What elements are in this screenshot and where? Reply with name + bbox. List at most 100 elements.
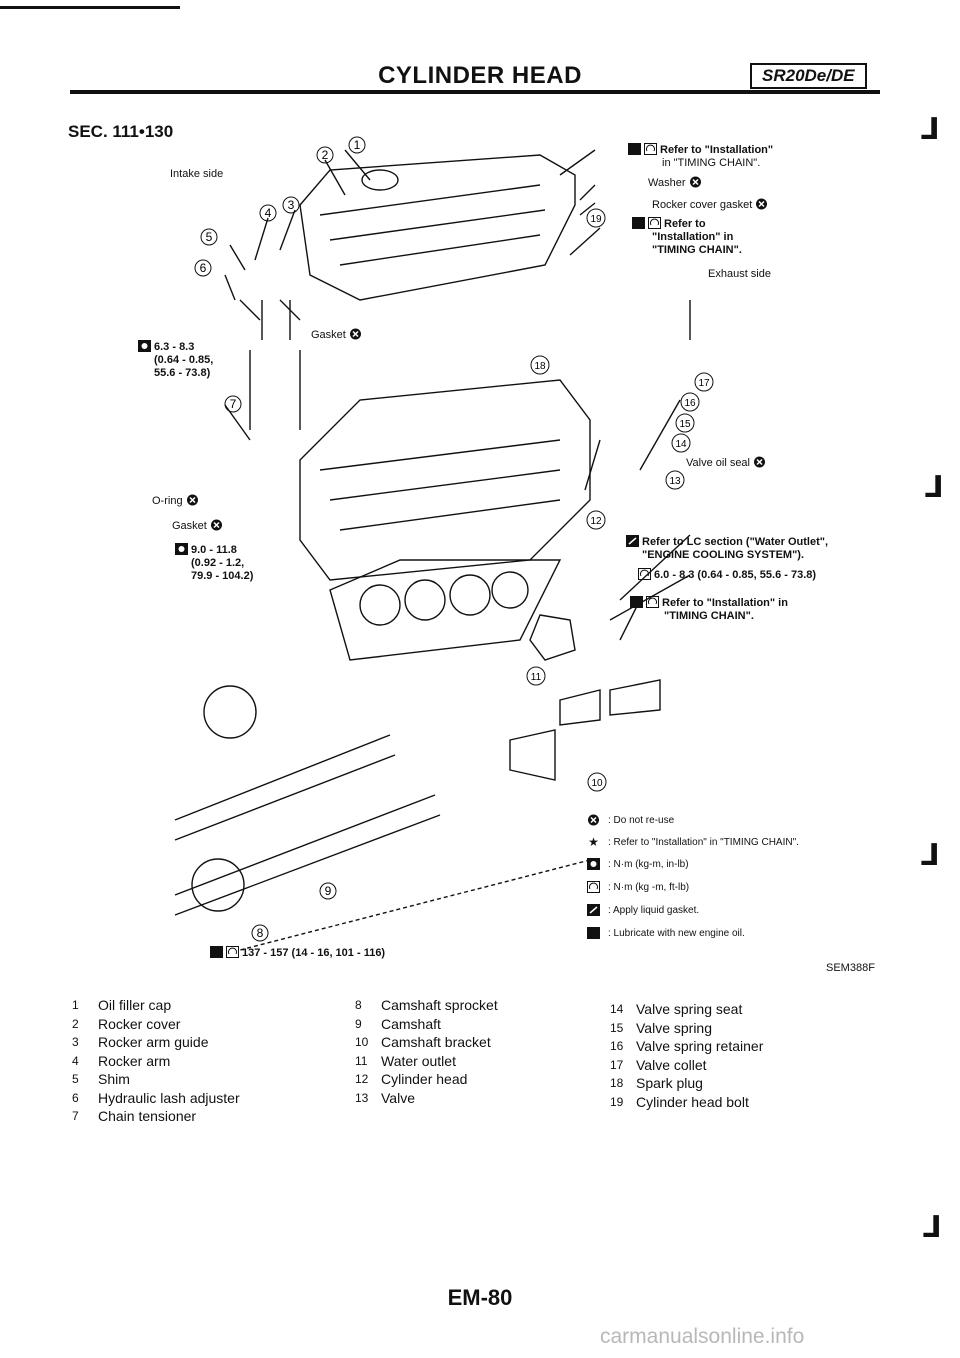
torque-nm-kgm-inlb-icon: [587, 858, 600, 870]
svg-text:16: 16: [684, 398, 696, 409]
sprocket-lower-drawing: [191, 858, 245, 912]
part-name: Shim: [98, 1071, 130, 1087]
part-name: Valve spring: [636, 1019, 713, 1036]
page-top-rule: [0, 6, 180, 9]
legend-row: : N·m (kg-m, in-lb): [587, 858, 689, 870]
torque-nm-kgm-ftlb-icon: [226, 946, 239, 958]
sprocket-upper-drawing: [203, 685, 257, 739]
section-number: SEC. 111•130: [68, 122, 174, 141]
part-name: Camshaft bracket: [381, 1034, 491, 1050]
part-number: 8: [355, 998, 362, 1012]
do-not-reuse-icon: [689, 176, 701, 188]
part-name: Hydraulic lash adjuster: [98, 1089, 240, 1106]
legend-row: : Do not re-use: [587, 814, 674, 826]
part-number: 17: [610, 1057, 624, 1072]
part-number: 4: [72, 1053, 79, 1068]
cylinder-head-drawing: [299, 379, 591, 581]
svg-text:1: 1: [354, 138, 361, 152]
gasket-cover-label: Gasket: [311, 328, 365, 342]
part-name: Cylinder head: [381, 1071, 468, 1087]
diagram-number-18: 18: [530, 355, 550, 375]
diagram-number-16: 16: [680, 392, 700, 412]
svg-text:11: 11: [531, 672, 542, 683]
margin-check-mark: ⅃: [922, 1211, 942, 1244]
intake-camshaft-drawing: [174, 794, 441, 916]
part-number: 2: [72, 1016, 79, 1031]
legend-text: : Do not re-use: [608, 814, 675, 826]
legend-row: : N·m (kg -m, ft-lb): [587, 881, 689, 893]
head-gasket-drawing: [329, 559, 562, 661]
part-number: 15: [610, 1020, 624, 1035]
oil-can-icon: [587, 927, 600, 939]
torque-spec-cover-bolt: 6.3 - 8.3 (0.64 - 0.85, 55.6 - 73.8): [138, 340, 213, 380]
part-name: Camshaft: [381, 1015, 441, 1032]
refer-lc-section: Refer to LC section ("Water Outlet", "EN…: [626, 535, 828, 562]
torque-nm-kgm-ftlb-icon: [587, 881, 600, 893]
torque-nm-kgm-ftlb-icon: [648, 217, 661, 229]
part-name: Water outlet: [381, 1052, 456, 1069]
diagram-number-13: 13: [665, 470, 685, 490]
svg-text:19: 19: [590, 214, 602, 225]
svg-text:12: 12: [590, 516, 602, 527]
parts-list-item: 6 Hydraulic lash adjuster: [72, 1089, 240, 1108]
part-number: 6: [72, 1090, 79, 1105]
svg-text:18: 18: [534, 361, 546, 372]
do-not-reuse-icon: [186, 494, 198, 506]
part-name: Valve collet: [636, 1056, 707, 1073]
svg-text:5: 5: [206, 230, 213, 244]
do-not-reuse-icon: [756, 198, 768, 210]
liquid-gasket-icon: [626, 535, 639, 547]
svg-text:17: 17: [698, 378, 710, 389]
svg-text:4: 4: [265, 206, 272, 220]
rocker-cover-drawing: [299, 154, 576, 301]
page-title: CYLINDER HEAD: [378, 62, 582, 89]
torque-spec-camshaft-bracket: 6.0 - 8.3 (0.64 - 0.85, 55.6 - 73.8): [638, 568, 816, 582]
legend-text: : Apply liquid gasket.: [608, 904, 700, 916]
torque-nm-kgm-inlb-icon: [175, 543, 188, 555]
diagram-number-12: 12: [586, 510, 606, 530]
legend-text: : Refer to "Installation" in "TIMING CHA…: [608, 836, 799, 848]
do-not-reuse-icon: [754, 456, 766, 468]
part-name: Oil filler cap: [98, 997, 172, 1013]
intake-side-label: Intake side: [170, 168, 224, 180]
diagram-number-17: 17: [694, 372, 714, 392]
svg-text:3: 3: [288, 198, 295, 212]
gasket-outlet-label: Gasket: [172, 519, 226, 533]
torque-nm-kgm-inlb-icon: [138, 340, 151, 352]
oil-can-icon: [632, 217, 645, 229]
watermark-link[interactable]: carmanualsonline.info: [600, 1325, 805, 1348]
page-number: EM-80: [447, 1285, 513, 1310]
torque-spec-sprocket-bolt: 137 - 157 (14 - 16, 101 - 116): [210, 946, 385, 960]
torque-nm-kgm-ftlb-icon: [644, 143, 657, 155]
part-name: Valve: [381, 1089, 415, 1106]
svg-text:13: 13: [669, 476, 681, 487]
diagram-number-8: 8: [251, 924, 269, 942]
diagram-number-9: 9: [319, 882, 337, 900]
part-number: 11: [355, 1053, 368, 1068]
torque-spec-water-outlet: 9.0 - 11.8 (0.92 - 1.2, 79.9 - 104.2): [175, 543, 253, 583]
part-number: 14: [610, 1002, 624, 1016]
do-not-reuse-icon: [349, 328, 361, 340]
legend-text: : N·m (kg -m, ft-lb): [608, 881, 690, 893]
refer-installation-head-bolt: Refer to "Installation" in "TIMING CHAIN…: [614, 217, 742, 257]
legend-row: : Lubricate with new engine oil.: [587, 927, 745, 939]
svg-text:2: 2: [322, 148, 329, 162]
parts-list-item: 15 Valve spring: [610, 1019, 763, 1038]
torque-nm-kgm-ftlb-icon: [638, 568, 651, 580]
part-number: 13: [355, 1090, 369, 1105]
svg-text:10: 10: [591, 778, 603, 789]
diagram-number-14: 14: [671, 433, 691, 453]
legend-row: ★ : Refer to "Installation" in "TIMING C…: [587, 836, 799, 848]
part-name: Valve spring seat: [636, 1001, 743, 1017]
valve-oil-seal-label: Valve oil seal: [686, 456, 769, 470]
parts-list-item: 17 Valve collet: [610, 1056, 763, 1075]
water-outlet-drawing: [529, 614, 576, 661]
